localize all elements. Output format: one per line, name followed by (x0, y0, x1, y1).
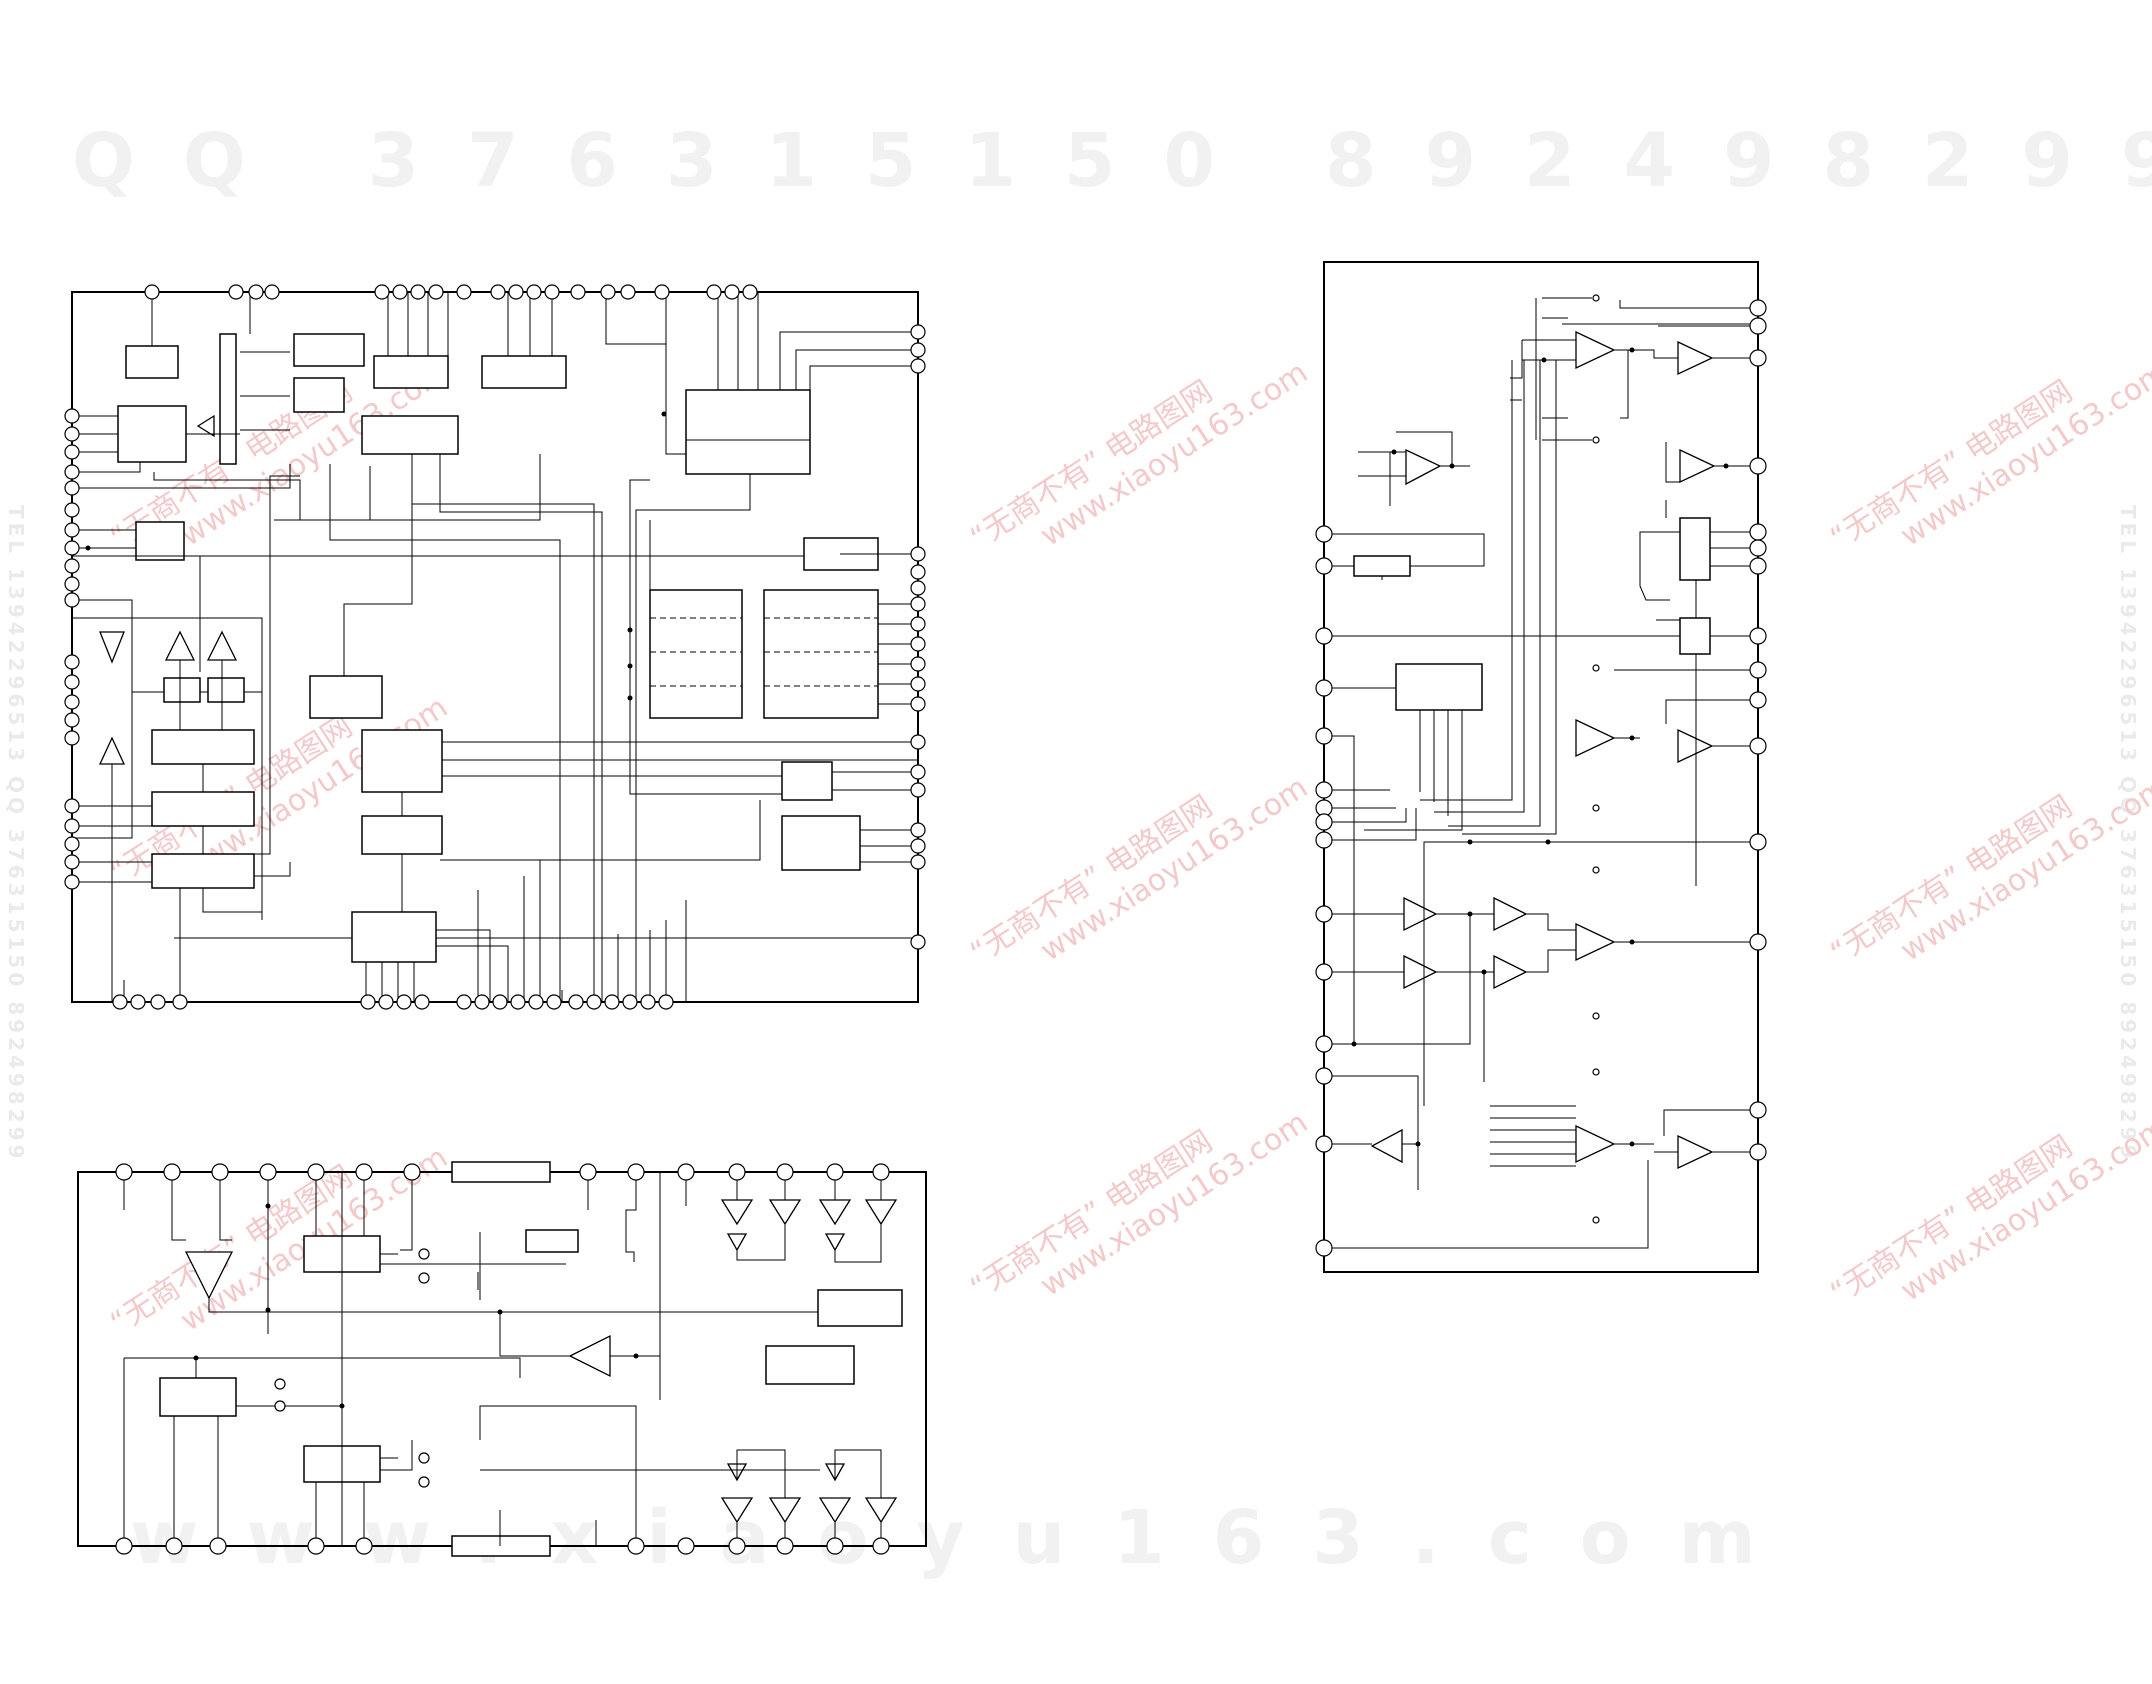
ic-block-diagram-2 (77, 1161, 927, 1557)
ic-block-diagram-1 (64, 284, 926, 1010)
ic-block-diagram-3 (1315, 261, 1767, 1273)
phone-watermark: 892498299 (1325, 118, 2152, 204)
site-watermark: www.xiaoyu163.com (130, 1495, 1804, 1581)
qq-watermark: QQ 376315150 (72, 118, 1263, 204)
